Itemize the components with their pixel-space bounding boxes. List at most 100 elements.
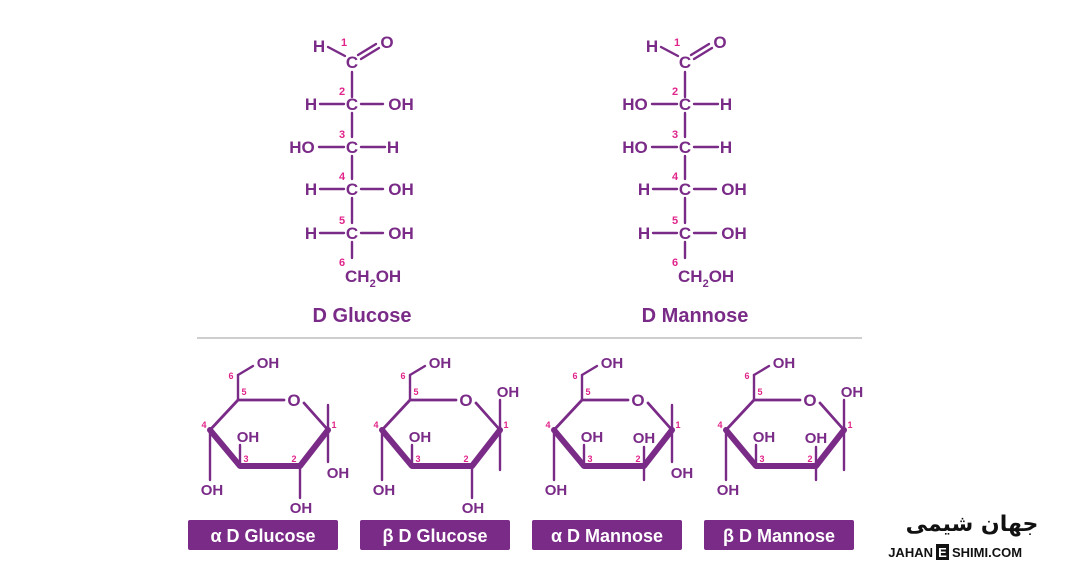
- carbon-number: 3: [415, 454, 420, 464]
- carbon-number: 3: [587, 454, 592, 464]
- substituent-left: H: [638, 180, 650, 199]
- carbon-number: 6: [339, 257, 345, 269]
- c6-oh: OH: [601, 355, 624, 372]
- carbon-number: 4: [373, 420, 378, 430]
- carbon-atom: C: [679, 138, 691, 157]
- c3-oh: OH: [753, 429, 776, 446]
- ring-label: β D Mannose: [723, 526, 835, 546]
- c1-atom: C: [679, 53, 691, 72]
- double-bond: [359, 46, 381, 61]
- c2-oh-bottom: OH: [462, 500, 485, 517]
- c4-oh: OH: [717, 482, 740, 499]
- carbon-number: 1: [675, 420, 680, 430]
- c1-oh-top: OH: [497, 384, 520, 401]
- ring-back: [552, 398, 630, 432]
- ring-back: [646, 401, 674, 432]
- carbon-atom: C: [346, 180, 358, 199]
- carbon-number: 3: [672, 129, 678, 141]
- ring-back: [380, 398, 458, 432]
- carbon-number: 6: [572, 371, 577, 381]
- label-box: [360, 520, 510, 550]
- c1-oh-bottom: OH: [671, 465, 694, 482]
- carbon-number: 2: [672, 86, 678, 98]
- top-o-atom: O: [380, 33, 393, 52]
- carbon-atom: C: [679, 224, 691, 243]
- c6-oh: OH: [257, 355, 280, 372]
- ring-oxygen: O: [803, 391, 816, 410]
- c4-oh: OH: [545, 482, 568, 499]
- label-box: [704, 520, 854, 550]
- c6-oh: OH: [429, 355, 452, 372]
- carbon-number: 2: [291, 454, 296, 464]
- substituent-right: OH: [388, 180, 414, 199]
- c2-oh-top: OH: [633, 430, 656, 447]
- logo-latin-left: JAHAN: [888, 545, 933, 560]
- substituent-left: HO: [622, 95, 648, 114]
- c2-oh-bottom: OH: [290, 500, 313, 517]
- logo-latin-e: E: [938, 545, 947, 560]
- carbon-number: 2: [635, 454, 640, 464]
- carbon-number: 5: [672, 215, 678, 227]
- carbon-number: 6: [400, 371, 405, 381]
- carbon-number: 5: [413, 387, 418, 397]
- substituent-right: OH: [721, 224, 747, 243]
- ring-label: α D Mannose: [551, 526, 663, 546]
- ring-oxygen: O: [459, 391, 472, 410]
- ring-oxygen: O: [287, 391, 300, 410]
- label-box: [188, 520, 338, 550]
- double-bond: [692, 46, 714, 61]
- carbon-number: 2: [339, 86, 345, 98]
- c4-oh: OH: [373, 482, 396, 499]
- top-o-atom: O: [713, 33, 726, 52]
- c3-oh: OH: [581, 429, 604, 446]
- ch2oh-group: CH2OH: [345, 267, 401, 290]
- substituent-right: OH: [388, 224, 414, 243]
- carbon-number: 6: [744, 371, 749, 381]
- ring-front: [207, 427, 331, 469]
- logo-persian-text: جهان شیمی: [906, 512, 1039, 537]
- carbon-number: 4: [201, 420, 206, 430]
- substituent-right: OH: [721, 180, 747, 199]
- carbon-number: 5: [339, 215, 345, 227]
- carbon-number: 5: [241, 387, 246, 397]
- ring-back: [818, 401, 846, 432]
- c6-oh: OH: [773, 355, 796, 372]
- top-h-atom: H: [646, 37, 658, 56]
- carbon-number: 4: [717, 420, 722, 430]
- c1-oh-bottom: OH: [327, 465, 350, 482]
- substituent-right: OH: [388, 95, 414, 114]
- molecule-title: D Mannose: [642, 305, 749, 327]
- carbon-number: 5: [585, 387, 590, 397]
- carbon-number: 4: [339, 171, 346, 183]
- bond: [236, 364, 255, 377]
- c1-oh-top: OH: [841, 384, 864, 401]
- top-h-atom: H: [313, 37, 325, 56]
- carbon-number: 1: [503, 420, 508, 430]
- logo-latin-right: SHIMI.COM: [952, 545, 1022, 560]
- carbon-number: 1: [674, 37, 680, 49]
- ring-back: [302, 401, 330, 432]
- carbon-number: 1: [341, 37, 347, 49]
- ch2oh-group: CH2OH: [678, 267, 734, 290]
- molecule-title: D Glucose: [313, 305, 412, 327]
- double-bond: [356, 42, 378, 57]
- double-bond: [689, 42, 711, 57]
- carbon-number: 3: [759, 454, 764, 464]
- carbon-atom: C: [679, 95, 691, 114]
- bond: [408, 364, 427, 377]
- substituent-right: H: [387, 138, 399, 157]
- carbon-number: 6: [672, 257, 678, 269]
- ring-label: α D Glucose: [210, 526, 315, 546]
- carbon-number: 2: [463, 454, 468, 464]
- carbon-atom: C: [346, 138, 358, 157]
- ring-front: [379, 427, 503, 469]
- ring-front: [551, 427, 675, 469]
- ring-front: [723, 427, 847, 469]
- substituent-left: H: [305, 224, 317, 243]
- carbon-number: 5: [757, 387, 762, 397]
- carbon-atom: C: [679, 180, 691, 199]
- bond: [659, 45, 680, 58]
